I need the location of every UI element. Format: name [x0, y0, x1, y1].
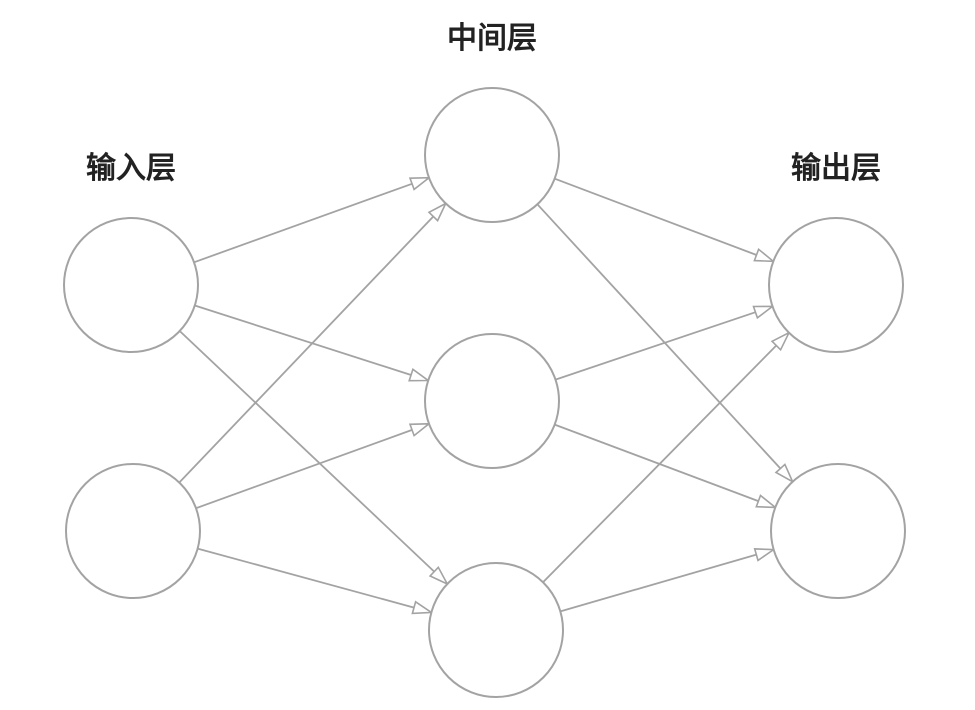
arrowhead-input-1-to-hidden-1	[408, 176, 432, 191]
connection-input-1-to-hidden-2	[194, 304, 412, 376]
arrowhead-hidden-1-to-output-1	[753, 247, 776, 263]
connection-hidden-3-to-output-2	[560, 553, 757, 613]
arrowhead-hidden-3-to-output-1	[770, 330, 791, 352]
connection-hidden-2-to-output-1	[555, 311, 756, 381]
input-node-1	[63, 217, 199, 353]
arrowhead-input-2-to-hidden-2	[408, 422, 432, 437]
connection-hidden-3-to-output-1	[542, 344, 777, 583]
output-node-2	[770, 463, 906, 599]
arrowhead-input-2-to-hidden-3	[411, 600, 434, 615]
arrowhead-input-1-to-hidden-2	[408, 368, 431, 382]
connection-input-2-to-hidden-1	[178, 215, 434, 484]
connection-hidden-1-to-output-2	[536, 203, 782, 470]
hidden-node-3	[428, 562, 564, 698]
input-node-2	[65, 463, 201, 599]
output-node-1	[768, 217, 904, 353]
connection-hidden-2-to-output-2	[554, 423, 759, 502]
connection-input-2-to-hidden-2	[195, 429, 413, 510]
connection-input-1-to-hidden-1	[193, 182, 413, 264]
hidden-node-2	[424, 333, 560, 469]
nodes-group	[63, 87, 906, 698]
connection-hidden-1-to-output-1	[554, 177, 757, 256]
connection-input-1-to-hidden-3	[179, 330, 435, 573]
arrowhead-input-1-to-hidden-3	[428, 565, 450, 586]
arrowhead-hidden-2-to-output-2	[755, 494, 778, 509]
arrowhead-hidden-2-to-output-1	[752, 305, 775, 320]
arrowhead-hidden-1-to-output-2	[774, 463, 795, 484]
connections-group	[178, 176, 795, 615]
arrowhead-input-2-to-hidden-1	[427, 201, 448, 222]
output-layer-label: 输出层	[791, 151, 881, 186]
hidden-node-1	[424, 87, 560, 223]
hidden-layer-label: 中间层	[447, 21, 537, 56]
arrowhead-hidden-3-to-output-2	[753, 548, 777, 562]
connection-input-2-to-hidden-3	[197, 547, 415, 609]
input-layer-label: 输入层	[86, 151, 176, 186]
